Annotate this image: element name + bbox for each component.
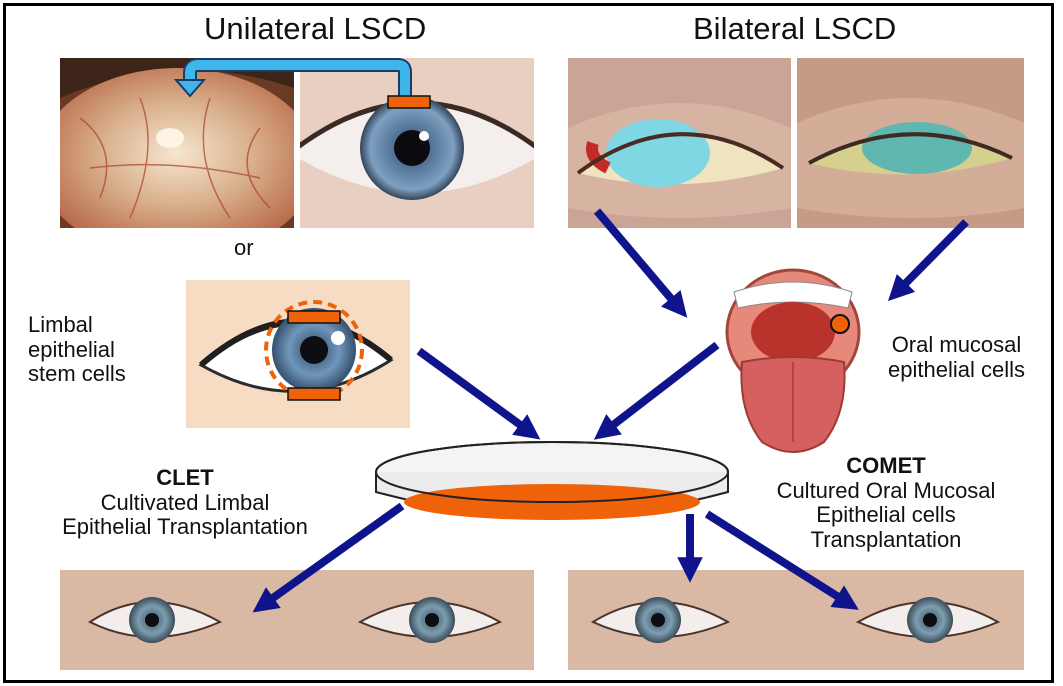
unilateral-diseased-eye-photo [60,58,294,228]
limbal-eye-illustration [186,280,410,428]
unilateral-lscd-heading: Unilateral LSCD [204,12,426,47]
or-label: or [234,236,254,261]
comet-desc-line-1: Cultured Oral Mucosal [748,479,1024,504]
limbal-stem-cells-line-3: stem cells [28,362,126,387]
tongue-mouth-icon [722,262,864,458]
oral-mucosal-label: Oral mucosal epithelial cells [888,333,1025,382]
clet-desc-line-2: Epithelial Transplantation [35,515,335,540]
oral-mucosal-line-1: Oral mucosal [888,333,1025,358]
comet-desc-line-3: Transplantation [748,528,1024,553]
clet-desc-line-1: Cultivated Limbal [35,491,335,516]
clet-result-eyes-photo [60,570,534,670]
limbal-stem-cells-label: Limbal epithelial stem cells [28,313,126,387]
comet-desc-line-2: Epithelial cells [748,503,1024,528]
unilateral-healthy-eye-photo [300,58,534,228]
bilateral-eye-photo-right [797,58,1024,228]
limbal-stem-cells-line-2: epithelial [28,338,126,363]
comet-label: COMET Cultured Oral Mucosal Epithelial c… [748,454,1024,553]
comet-result-eyes-photo [568,570,1024,670]
bilateral-lscd-heading: Bilateral LSCD [693,12,896,47]
comet-title: COMET [748,454,1024,479]
clet-title: CLET [35,466,335,491]
oral-mucosal-line-2: epithelial cells [888,358,1025,383]
clet-label: CLET Cultivated Limbal Epithelial Transp… [35,466,335,540]
limbal-stem-cells-line-1: Limbal [28,313,126,338]
bilateral-eye-photo-left [568,58,791,228]
